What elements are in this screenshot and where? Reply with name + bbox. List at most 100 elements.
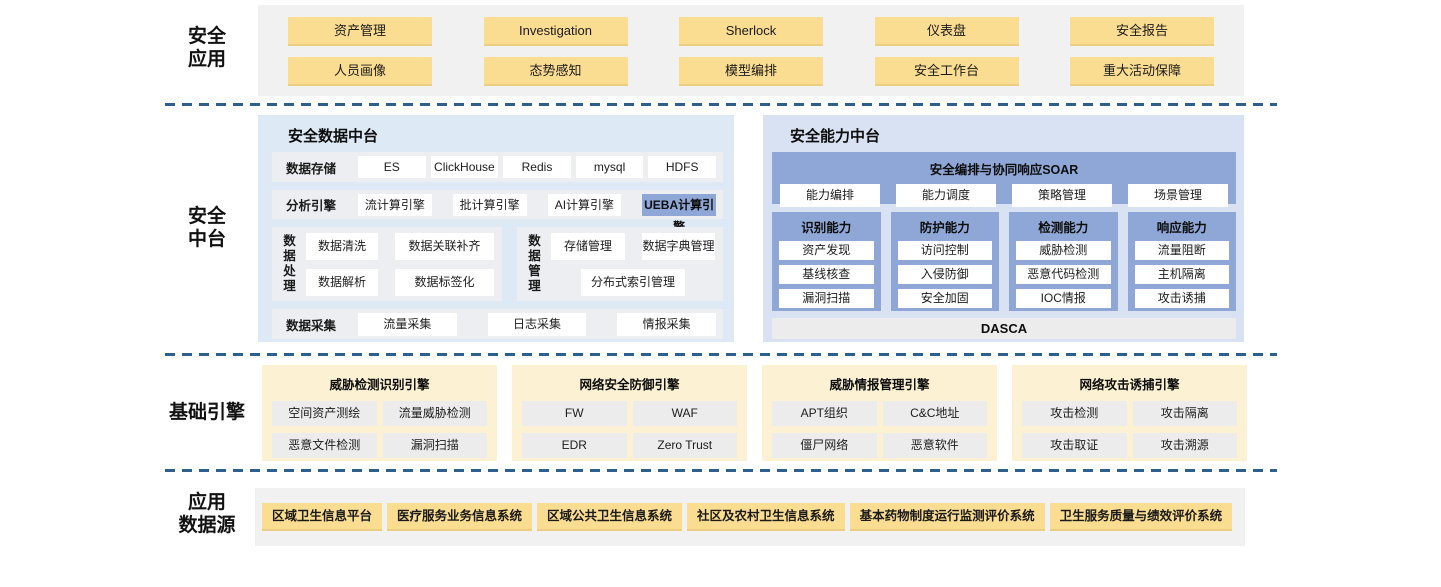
app-button-person-profile[interactable]: 人员画像 [288,57,432,86]
engine-item-edr[interactable]: EDR [522,433,627,458]
capability-column-detect: 检测能力 威胁检测 恶意代码检测 IOC情报 [1009,212,1118,311]
data-collection-items: 流量采集 日志采集 情报采集 [358,312,717,336]
soar-item-capability-scheduling[interactable]: 能力调度 [896,184,996,207]
source-item-essential-drug-monitoring-system[interactable]: 基本药物制度运行监测评价系统 [849,503,1045,531]
data-processing-label: 数据处理 [283,234,296,293]
capability-platform-title: 安全能力中台 [790,128,881,145]
capability-item-security-hardening[interactable]: 安全加固 [897,289,992,308]
app-button-investigation[interactable]: Investigation [483,17,628,46]
section-label-line: 应用 [187,492,226,513]
soar-item-capability-orchestration[interactable]: 能力编排 [780,184,880,207]
storage-item-clickhouse[interactable]: ClickHouse [430,156,499,178]
processing-item-parsing[interactable]: 数据解析 [306,268,378,296]
app-button-situation-awareness[interactable]: 态势感知 [483,57,628,86]
capability-column-protect: 防护能力 访问控制 入侵防御 安全加固 [890,212,999,311]
section-label-line: 安全 [187,206,226,227]
storage-item-es[interactable]: ES [358,156,426,178]
engine-item-space-asset-mapping[interactable]: 空间资产测绘 [272,401,377,426]
capability-item-baseline-check[interactable]: 基线核查 [779,265,874,284]
app-button-model-orchestration[interactable]: 模型编排 [679,57,823,86]
dashed-divider-1 [165,103,1277,106]
apps-row-1: 资产管理 Investigation Sherlock 仪表盘 安全报告 [258,5,1244,46]
capability-item-intrusion-prevention[interactable]: 入侵防御 [897,265,992,284]
capability-item-malware-detection[interactable]: 恶意代码检测 [1016,265,1111,284]
storage-item-redis[interactable]: Redis [503,156,571,178]
management-item-dictionary-mgmt[interactable]: 数据字典管理 [642,232,715,260]
source-item-medical-service-system[interactable]: 医疗服务业务信息系统 [387,503,533,531]
app-button-sherlock[interactable]: Sherlock [679,17,823,46]
processing-item-correlation[interactable]: 数据关联补齐 [395,232,494,260]
analysis-engine-items: 流计算引擎 批计算引擎 AI计算引擎 UEBA计算引擎 [358,193,716,234]
section-label-line: 中台 [187,229,226,250]
engine-item-attack-detection[interactable]: 攻击检测 [1022,401,1127,426]
capability-item-asset-discovery[interactable]: 资产发现 [779,241,874,260]
base-engines-row: 威胁检测识别引擎 空间资产测绘 流量威胁检测 恶意文件检测 漏洞扫描 网络安全防… [262,365,1247,461]
management-item-storage-mgmt[interactable]: 存储管理 [551,232,625,260]
soar-item-policy-mgmt[interactable]: 策略管理 [1012,184,1112,207]
engine-item-botnet[interactable]: 僵尸网络 [772,433,877,458]
soar-item-scenario-mgmt[interactable]: 场景管理 [1128,184,1228,207]
apps-row-2: 人员画像 态势感知 模型编排 安全工作台 重大活动保障 [258,46,1244,86]
collection-item-log[interactable]: 日志采集 [487,312,587,336]
engine-item-vuln-scan[interactable]: 漏洞扫描 [382,433,487,458]
collection-item-intel[interactable]: 情报采集 [617,312,717,336]
capability-item-ioc-intel[interactable]: IOC情报 [1016,289,1111,308]
source-item-regional-public-health-system[interactable]: 区域公共卫生信息系统 [537,503,683,531]
data-collection-label: 数据采集 [286,318,337,333]
engine-item-traffic-threat-detection[interactable]: 流量威胁检测 [382,401,487,426]
engine-item-attack-isolation[interactable]: 攻击隔离 [1132,401,1237,426]
security-data-platform-panel: 安全数据中台 数据存储 ES ClickHouse Redis mysql HD… [258,115,734,342]
engine-item-attack-forensics[interactable]: 攻击取证 [1022,433,1127,458]
capability-item-traffic-blocking[interactable]: 流量阻断 [1134,241,1229,260]
processing-item-labeling[interactable]: 数据标签化 [395,268,494,296]
source-item-health-service-quality-system[interactable]: 卫生服务质量与绩效评价系统 [1049,503,1233,531]
engine-item-malicious-file-detection[interactable]: 恶意文件检测 [272,433,377,458]
dasca-bar: DASCA [772,318,1236,339]
app-button-security-report[interactable]: 安全报告 [1070,17,1214,46]
engine-item-fw[interactable]: FW [522,401,627,426]
engine-item-waf[interactable]: WAF [632,401,737,426]
data-management-label: 数据管理 [528,234,541,293]
engine-item-attack-tracing[interactable]: 攻击溯源 [1132,433,1237,458]
storage-item-hdfs[interactable]: HDFS [648,156,716,178]
data-collection-row: 数据采集 流量采集 日志采集 情报采集 [272,309,723,339]
source-item-regional-health-platform[interactable]: 区域卫生信息平台 [262,503,383,531]
capability-item-threat-detection[interactable]: 威胁检测 [1016,241,1111,260]
data-sources-panel: 区域卫生信息平台 医疗服务业务信息系统 区域公共卫生信息系统 社区及农村卫生信息… [255,488,1245,546]
data-platform-title: 安全数据中台 [288,128,379,145]
collection-item-traffic[interactable]: 流量采集 [358,312,457,336]
data-storage-label: 数据存储 [286,161,337,176]
app-button-dashboard[interactable]: 仪表盘 [874,17,1019,46]
section-label-line: 安全 [187,26,226,47]
security-apps-panel: 资产管理 Investigation Sherlock 仪表盘 安全报告 人员画… [258,5,1244,96]
app-button-major-event-protection[interactable]: 重大活动保障 [1070,57,1214,86]
analysis-item-ai-engine[interactable]: AI计算引擎 [547,193,622,216]
capability-column-identify: 识别能力 资产发现 基线核查 漏洞扫描 [772,212,881,311]
engine-item-malware[interactable]: 恶意软件 [882,433,987,458]
analysis-item-ueba-engine[interactable]: UEBA计算引擎 [642,193,716,234]
engine-panel-title: 网络安全防御引擎 [579,378,680,392]
app-button-asset-mgmt[interactable]: 资产管理 [288,17,432,46]
analysis-item-batch-engine[interactable]: 批计算引擎 [452,193,527,216]
engine-item-cc-address[interactable]: C&C地址 [882,401,987,426]
source-item-community-rural-health-system[interactable]: 社区及农村卫生信息系统 [687,503,845,531]
section-label-line: 基础引擎 [168,402,245,423]
soar-title: 安全编排与协同响应SOAR [929,163,1079,177]
storage-item-mysql[interactable]: mysql [575,156,644,178]
management-item-distributed-index[interactable]: 分布式索引管理 [580,268,686,296]
capability-item-vuln-scan[interactable]: 漏洞扫描 [779,289,874,308]
engine-item-zero-trust[interactable]: Zero Trust [632,433,737,458]
app-button-security-workbench[interactable]: 安全工作台 [874,57,1019,86]
engine-items: 空间资产测绘 流量威胁检测 恶意文件检测 漏洞扫描 [272,401,487,458]
capability-item-attack-trapping[interactable]: 攻击诱捕 [1134,289,1229,308]
soar-block: 安全编排与协同响应SOAR 能力编排 能力调度 策略管理 场景管理 [772,152,1236,207]
capability-item-access-control[interactable]: 访问控制 [897,241,992,260]
capability-item-host-isolation[interactable]: 主机隔离 [1134,265,1229,284]
data-management-block: 数据管理 存储管理 数据字典管理 分布式索引管理 [517,227,723,301]
analysis-item-stream-engine[interactable]: 流计算引擎 [358,193,432,216]
engine-item-apt-group[interactable]: APT组织 [772,401,877,426]
processing-item-cleaning[interactable]: 数据清洗 [306,232,378,260]
data-storage-row: 数据存储 ES ClickHouse Redis mysql HDFS [272,152,723,182]
dashed-divider-3 [165,469,1277,472]
